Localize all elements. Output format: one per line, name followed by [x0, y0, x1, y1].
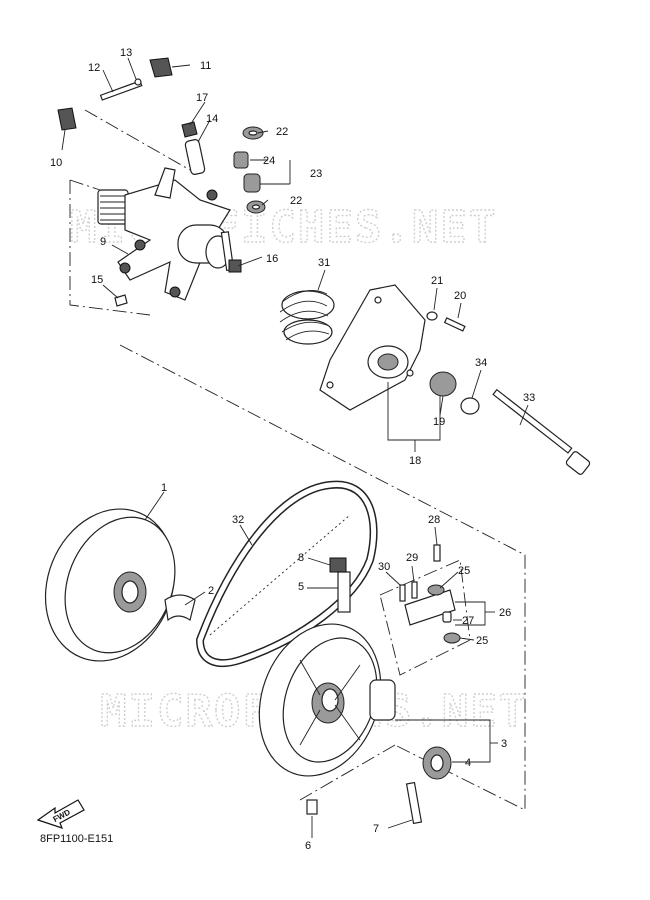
callout-20: 20	[454, 290, 466, 302]
callout-19: 19	[433, 416, 445, 428]
fwd-arrow-icon: FWD	[36, 799, 85, 829]
callout-22-lower: 22	[290, 195, 302, 207]
spring-part	[279, 289, 335, 345]
callout-6: 6	[305, 840, 311, 852]
callout-18: 18	[409, 455, 421, 467]
callout-21: 21	[431, 275, 443, 287]
assembly-frames	[69, 109, 526, 811]
callout-30: 30	[378, 561, 390, 573]
sheave-part	[44, 508, 196, 662]
callout-1: 1	[161, 482, 167, 494]
callout-16: 16	[266, 253, 278, 265]
callout-22-upper: 22	[276, 126, 288, 138]
callout-27: 27	[462, 615, 474, 627]
callout-7: 7	[373, 823, 379, 835]
cover-plate-part	[319, 284, 591, 475]
callout-14: 14	[206, 113, 218, 125]
belt-part	[195, 480, 378, 668]
callout-25-upper: 25	[458, 565, 470, 577]
callout-11: 11	[200, 60, 211, 72]
leader-lines	[61, 57, 529, 838]
callout-23: 23	[310, 168, 322, 180]
callout-9: 9	[100, 236, 106, 248]
callout-3: 3	[501, 738, 507, 750]
secondary-sheave-part	[258, 557, 452, 825]
callout-33: 33	[523, 392, 535, 404]
callout-28: 28	[428, 514, 440, 526]
small-parts-top	[57, 57, 266, 307]
callout-2: 2	[208, 585, 214, 597]
callout-31: 31	[318, 257, 330, 269]
callout-5: 5	[298, 581, 304, 593]
callout-4: 4	[465, 757, 471, 769]
diagram-code: 8FP1100-E151	[40, 833, 113, 845]
callout-13: 13	[120, 47, 132, 59]
callout-12: 12	[88, 62, 100, 74]
callout-32: 32	[232, 514, 244, 526]
callout-10: 10	[50, 157, 62, 169]
callout-26: 26	[499, 607, 511, 619]
callout-8: 8	[298, 552, 304, 564]
hub-spider-part	[97, 139, 231, 301]
callout-25-lower: 25	[476, 635, 488, 647]
callout-17: 17	[196, 92, 208, 104]
callout-34: 34	[475, 357, 487, 369]
callout-29: 29	[406, 552, 418, 564]
callout-15: 15	[91, 274, 103, 286]
callouts: 1 2 3 4 5 6 7 8 9 10 11 12 13 14 15 16 1…	[50, 47, 535, 852]
callout-24: 24	[263, 155, 275, 167]
